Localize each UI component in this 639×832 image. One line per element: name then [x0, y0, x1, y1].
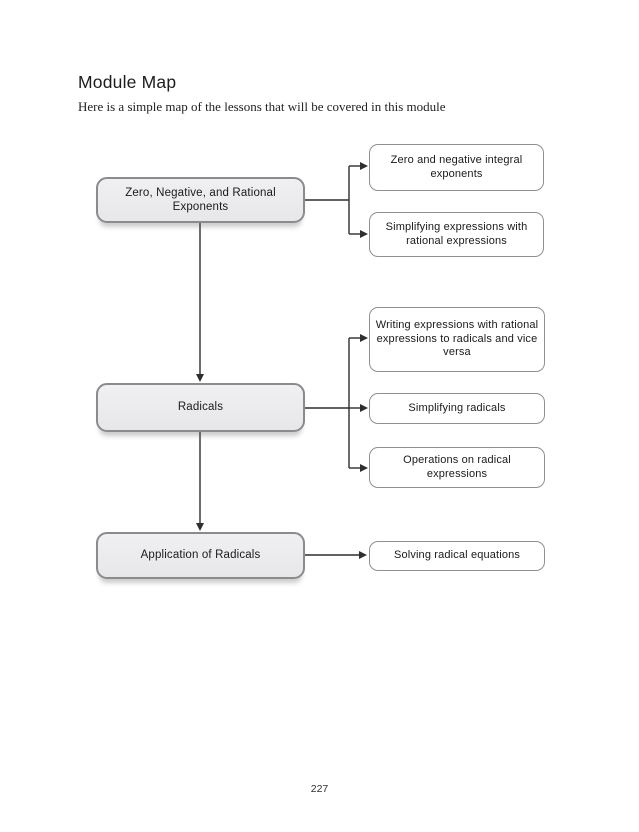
- node-radicals: Radicals: [96, 383, 305, 432]
- node-simplifying-expressions-rational: Simplifying expressions with rational ex…: [369, 212, 544, 257]
- node-solving-radical-equations: Solving radical equations: [369, 541, 545, 571]
- page-number: 227: [310, 783, 329, 795]
- node-zero-negative-rational-exponents: Zero, Negative, and Rational Exponents: [96, 177, 305, 223]
- page-subtitle: Here is a simple map of the lessons that…: [78, 99, 446, 114]
- node-writing-expressions-rational-to-radicals: Writing expressions with rational expres…: [369, 307, 545, 372]
- page-title: Module Map: [78, 72, 177, 92]
- node-zero-negative-integral-exponents: Zero and negative integral exponents: [369, 144, 544, 191]
- node-application-of-radicals: Application of Radicals: [96, 532, 305, 579]
- node-simplifying-radicals: Simplifying radicals: [369, 393, 545, 424]
- node-operations-on-radical-expressions: Operations on radical expressions: [369, 447, 545, 488]
